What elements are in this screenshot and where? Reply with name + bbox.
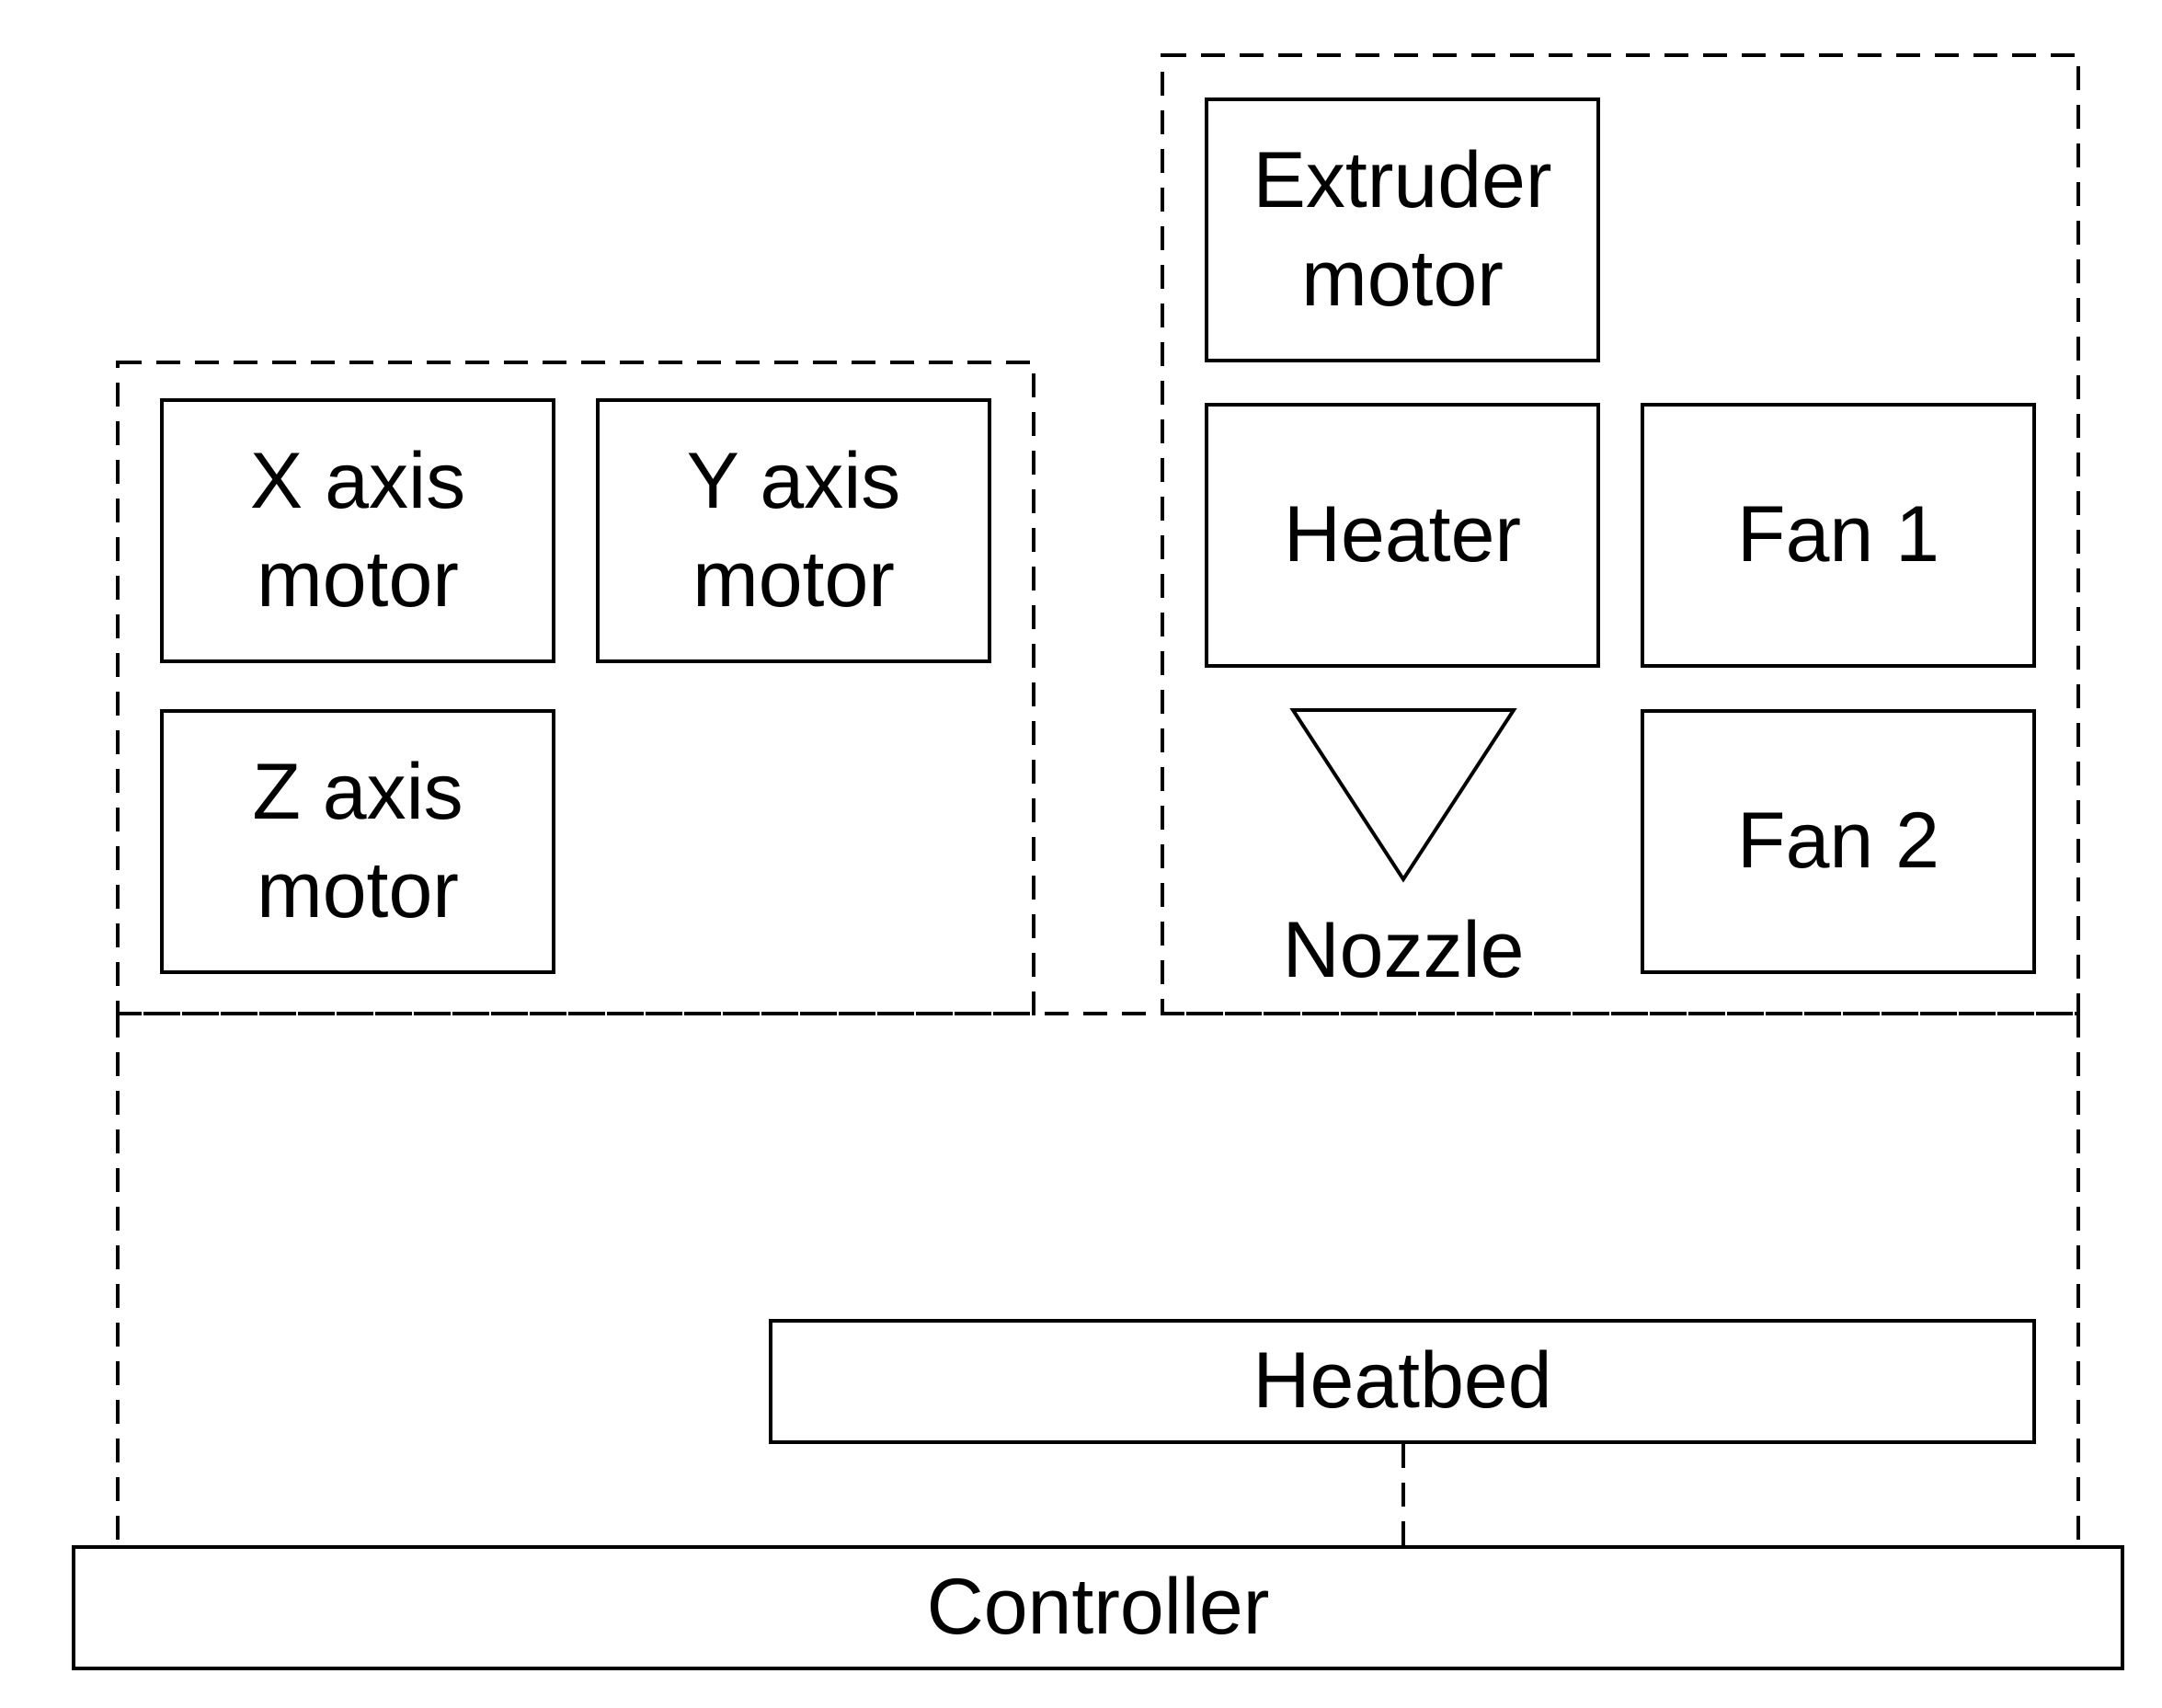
fan-2-box: Fan 2 [1641, 709, 2036, 974]
heatbed-box: Heatbed [769, 1319, 2036, 1444]
z-axis-motor-label-line1: Z axis [252, 747, 463, 836]
z-axis-motor-box: Z axis motor [160, 709, 555, 974]
x-axis-motor-label-line1: X axis [249, 436, 466, 525]
heater-label: Heater [1283, 490, 1522, 579]
extruder-motor-label-line1: Extruder [1253, 135, 1552, 224]
nozzle-label: Nozzle [1282, 906, 1525, 994]
y-axis-motor-label-line1: Y axis [686, 436, 901, 525]
nozzle-triangle-icon [1289, 708, 1517, 883]
heater-box: Heater [1205, 403, 1600, 668]
motion-group-boundary [116, 361, 1035, 1015]
y-axis-motor-label-line2: motor [692, 535, 895, 624]
fan-2-label: Fan 2 [1737, 797, 1939, 886]
extruder-motor-box: Extruder motor [1205, 97, 1600, 362]
fan-1-box: Fan 1 [1641, 403, 2036, 668]
extruder-motor-label-line2: motor [1301, 235, 1504, 323]
fan-1-label: Fan 1 [1737, 490, 1939, 579]
z-axis-motor-label-line2: motor [257, 846, 459, 934]
controller-label: Controller [926, 1563, 1270, 1652]
controller-box: Controller [72, 1545, 2124, 1670]
heatbed-label: Heatbed [1253, 1336, 1552, 1426]
x-axis-motor-label-line2: motor [257, 535, 459, 624]
x-axis-motor-box: X axis motor [160, 398, 555, 663]
head-group-boundary [1161, 53, 2080, 1015]
y-axis-motor-box: Y axis motor [596, 398, 991, 663]
